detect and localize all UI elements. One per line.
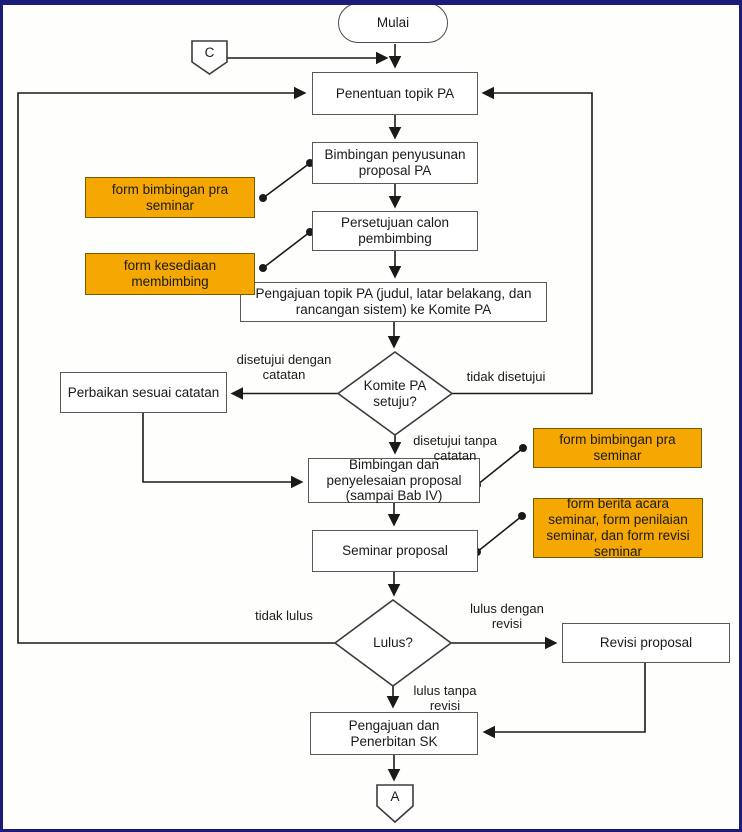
decision-komite-shape <box>336 351 454 436</box>
form-berita-acara-seminar: form berita acara seminar, form penilaia… <box>533 496 703 559</box>
node-pengajuan-topik: Pengajuan topik PA (judul, latar belakan… <box>240 282 547 322</box>
edge-label-lulus-dengan-revisi: lulus dengan revisi <box>470 601 544 631</box>
link-form2-to-persetujuan <box>262 231 311 269</box>
form-kesediaan-membimbing: form kesediaan membimbing <box>85 253 255 295</box>
node-start: Mulai <box>338 3 448 43</box>
decision-lulus-shape <box>333 599 453 687</box>
edge-label-tidak-lulus: tidak lulus <box>255 608 313 623</box>
link-form4-to-seminar <box>476 515 523 553</box>
edge-label-disetujui-dengan-catatan: disetujui dengan catatan <box>236 352 332 382</box>
edge-revisi-to-sk <box>482 663 646 739</box>
node-revisi-proposal: Revisi proposal <box>562 623 730 663</box>
node-pengajuan-sk: Pengajuan dan Penerbitan SK <box>310 712 478 755</box>
node-penentuan-topik: Penentuan topik PA <box>312 72 478 115</box>
link-dot <box>518 512 526 520</box>
node-bimbingan-penyusunan: Bimbingan penyusunan proposal PA <box>312 142 478 184</box>
edge-label-lulus-tanpa-revisi: lulus tanpa revisi <box>413 683 477 713</box>
form-bimbingan-pra-seminar-right: form bimbingan pra seminar <box>533 428 702 468</box>
link-dot <box>259 264 267 272</box>
link-dot <box>259 194 267 202</box>
edge-tidak-disetujui-loop <box>452 86 593 395</box>
edge-tidak-lulus-loop <box>17 86 337 644</box>
node-seminar-proposal: Seminar proposal <box>312 530 478 572</box>
edge-label-disetujui-tanpa-catatan: disetujui tanpa catatan <box>413 433 497 463</box>
node-bimbingan-penyelesaian: Bimbingan dan penyelesaian proposal (sam… <box>308 457 480 503</box>
edge-label-tidak-disetujui: tidak disetujui <box>466 369 546 384</box>
link-dot <box>519 444 527 452</box>
edge-perbaikan-to-bimbingan2 <box>142 413 304 489</box>
node-persetujuan-calon: Persetujuan calon pembimbing <box>312 211 478 251</box>
offpage-connector-c-shape <box>191 40 228 75</box>
node-perbaikan-catatan: Perbaikan sesuai catatan <box>60 372 227 413</box>
link-form1-to-bimbingan <box>262 162 311 199</box>
offpage-connector-a-shape <box>376 784 414 824</box>
form-bimbingan-pra-seminar-left: form bimbingan pra seminar <box>85 177 255 218</box>
link-form3-to-bimbingan2 <box>476 447 524 486</box>
